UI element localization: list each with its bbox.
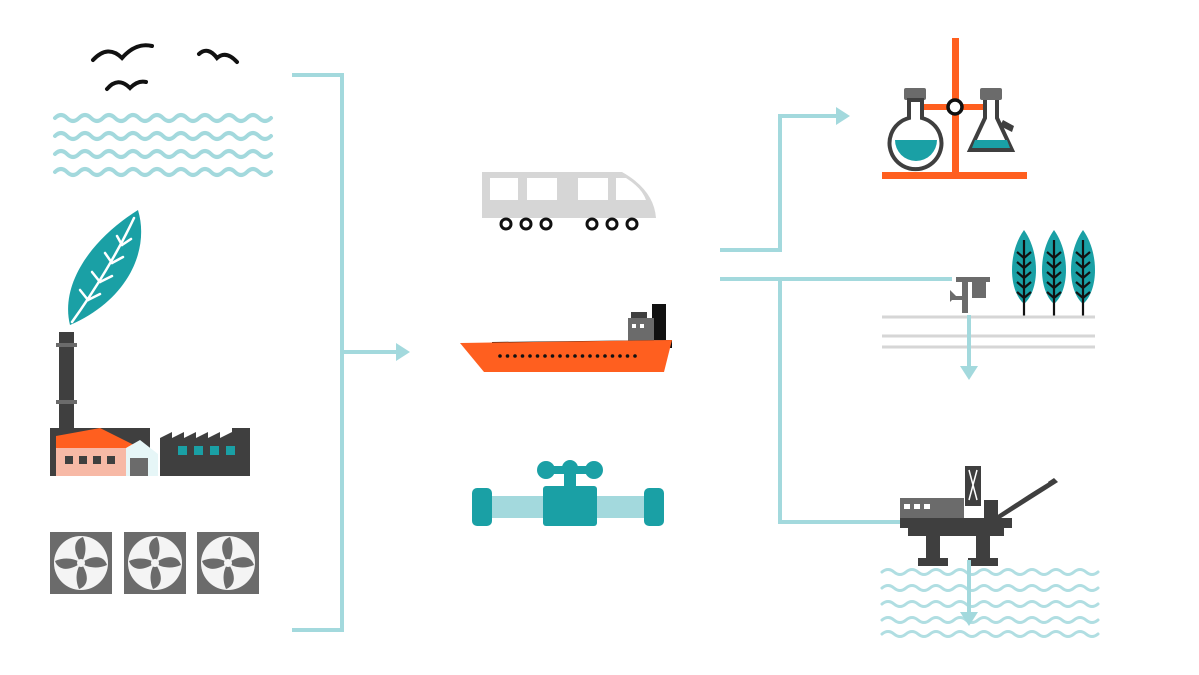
- sea-birds-icon: [53, 43, 273, 177]
- ship-icon: [460, 304, 672, 372]
- collection-bracket: [292, 73, 404, 632]
- offshore-platform-icon: [880, 466, 1100, 638]
- train-icon: [482, 172, 656, 231]
- lab-chemistry-icon: [882, 38, 1027, 179]
- air-capture-fans-icon: [50, 532, 259, 594]
- to-lab-arrowhead: [836, 107, 850, 125]
- distribution-connectors: [720, 114, 952, 524]
- to-transport-arrowhead: [396, 343, 410, 361]
- factory-emissions-icon: [50, 210, 250, 476]
- underground-storage-icon: [882, 230, 1095, 380]
- pipeline-valve-icon: [472, 460, 664, 526]
